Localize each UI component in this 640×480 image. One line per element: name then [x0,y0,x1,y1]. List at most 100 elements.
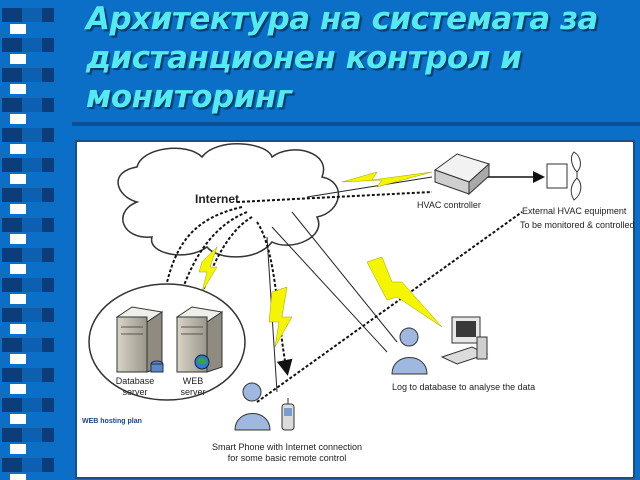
decorative-block [42,368,54,382]
mobile-user-icon [234,382,271,431]
decorative-block [22,188,42,202]
decorative-block [2,68,22,82]
database-server-label-line-2: server [122,387,148,397]
decorative-block [22,398,42,412]
decorative-block [22,218,42,232]
decorative-block [42,218,54,232]
lightning-icon [341,171,433,188]
decorative-block [2,128,22,142]
wireless-lightning-icons [198,171,443,348]
smart-phone-label: Smart Phone with Internet connection for… [207,442,367,464]
decorative-block [10,54,26,64]
decorative-block [2,98,22,112]
decorative-block [22,308,42,322]
decorative-block [2,248,22,262]
decorative-block [42,98,54,112]
decorative-block [2,8,22,22]
title-line-3: мониторинг [86,79,292,115]
decorative-block [10,444,26,454]
decorative-block [42,188,54,202]
equipment-label-line-1: External HVAC equipment [522,206,627,216]
hosting-plan-label: WEB hosting plan [82,418,142,425]
internet-label: Internet [195,192,240,206]
decorative-block [2,308,22,322]
web-server-label: WEB server [173,376,213,398]
smart-phone-icon [281,398,295,431]
decorative-block [42,458,54,472]
decorative-block [22,128,42,142]
decorative-block [2,218,22,232]
decorative-block [10,114,26,124]
decorative-block [2,458,22,472]
decorative-block [22,248,42,262]
decorative-block [42,158,54,172]
equipment-label-line-2: To be monitored & controlled [520,220,635,230]
decorative-block [10,414,26,424]
decorative-block [22,158,42,172]
log-database-label: Log to database to analyse the data [392,382,536,392]
decorative-block [10,234,26,244]
decorative-block [42,248,54,262]
decorative-block [10,174,26,184]
decorative-block [22,278,42,292]
internet-cloud-icon [117,143,339,258]
lightning-icon [366,256,443,328]
smart-phone-label-line-2: for some basic remote control [227,453,347,463]
architecture-diagram [88,143,582,431]
decorative-block [10,384,26,394]
decorative-block [10,84,26,94]
decorative-block [42,308,54,322]
decorative-block [42,8,54,22]
decorative-block [2,338,22,352]
database-server-icon [115,306,164,373]
database-server-label: Database server [111,376,159,398]
decorative-block [42,338,54,352]
decorative-block [10,144,26,154]
decorative-block [10,264,26,274]
decorative-block [2,158,22,172]
decorative-block [22,68,42,82]
decorative-block [42,278,54,292]
decorative-block [2,38,22,52]
decorative-block [22,8,42,22]
workstation-computer-icon [440,316,489,365]
decorative-strip [0,0,70,480]
decorative-block [2,428,22,442]
title-line-2: дистанционен контрол и [86,40,522,76]
hvac-equipment-fan-icon [546,151,582,201]
title-line-1: Архитектура на системата за [86,1,598,37]
decorative-block [10,294,26,304]
decorative-block [42,398,54,412]
user-icon [391,327,428,375]
decorative-block [42,38,54,52]
hvac-controller-label: HVAC controller [417,200,481,210]
decorative-block [22,368,42,382]
lightning-icon [198,246,218,293]
decorative-block [10,354,26,364]
decorative-block [2,398,22,412]
decorative-block [10,324,26,334]
decorative-block [10,24,26,34]
decorative-block [10,474,26,480]
decorative-block [22,98,42,112]
diagram-panel: Internet HVAC controller External HVAC e… [75,140,635,479]
decorative-block [2,278,22,292]
hvac-controller-icon [433,153,490,196]
title-underline [72,122,640,126]
decorative-block [2,188,22,202]
lightning-icon [268,286,293,348]
web-server-label-line-2: server [180,387,206,397]
decorative-block [2,368,22,382]
decorative-block [22,38,42,52]
database-server-label-line-1: Database [115,376,155,386]
decorative-block [22,428,42,442]
decorative-block [42,128,54,142]
decorative-block [42,68,54,82]
decorative-block [22,458,42,472]
decorative-block [22,338,42,352]
smart-phone-label-line-1: Smart Phone with Internet connection [211,442,363,452]
slide-title: Архитектура на системата за дистанционен… [86,0,636,117]
decorative-block [10,204,26,214]
web-server-icon [175,306,224,373]
